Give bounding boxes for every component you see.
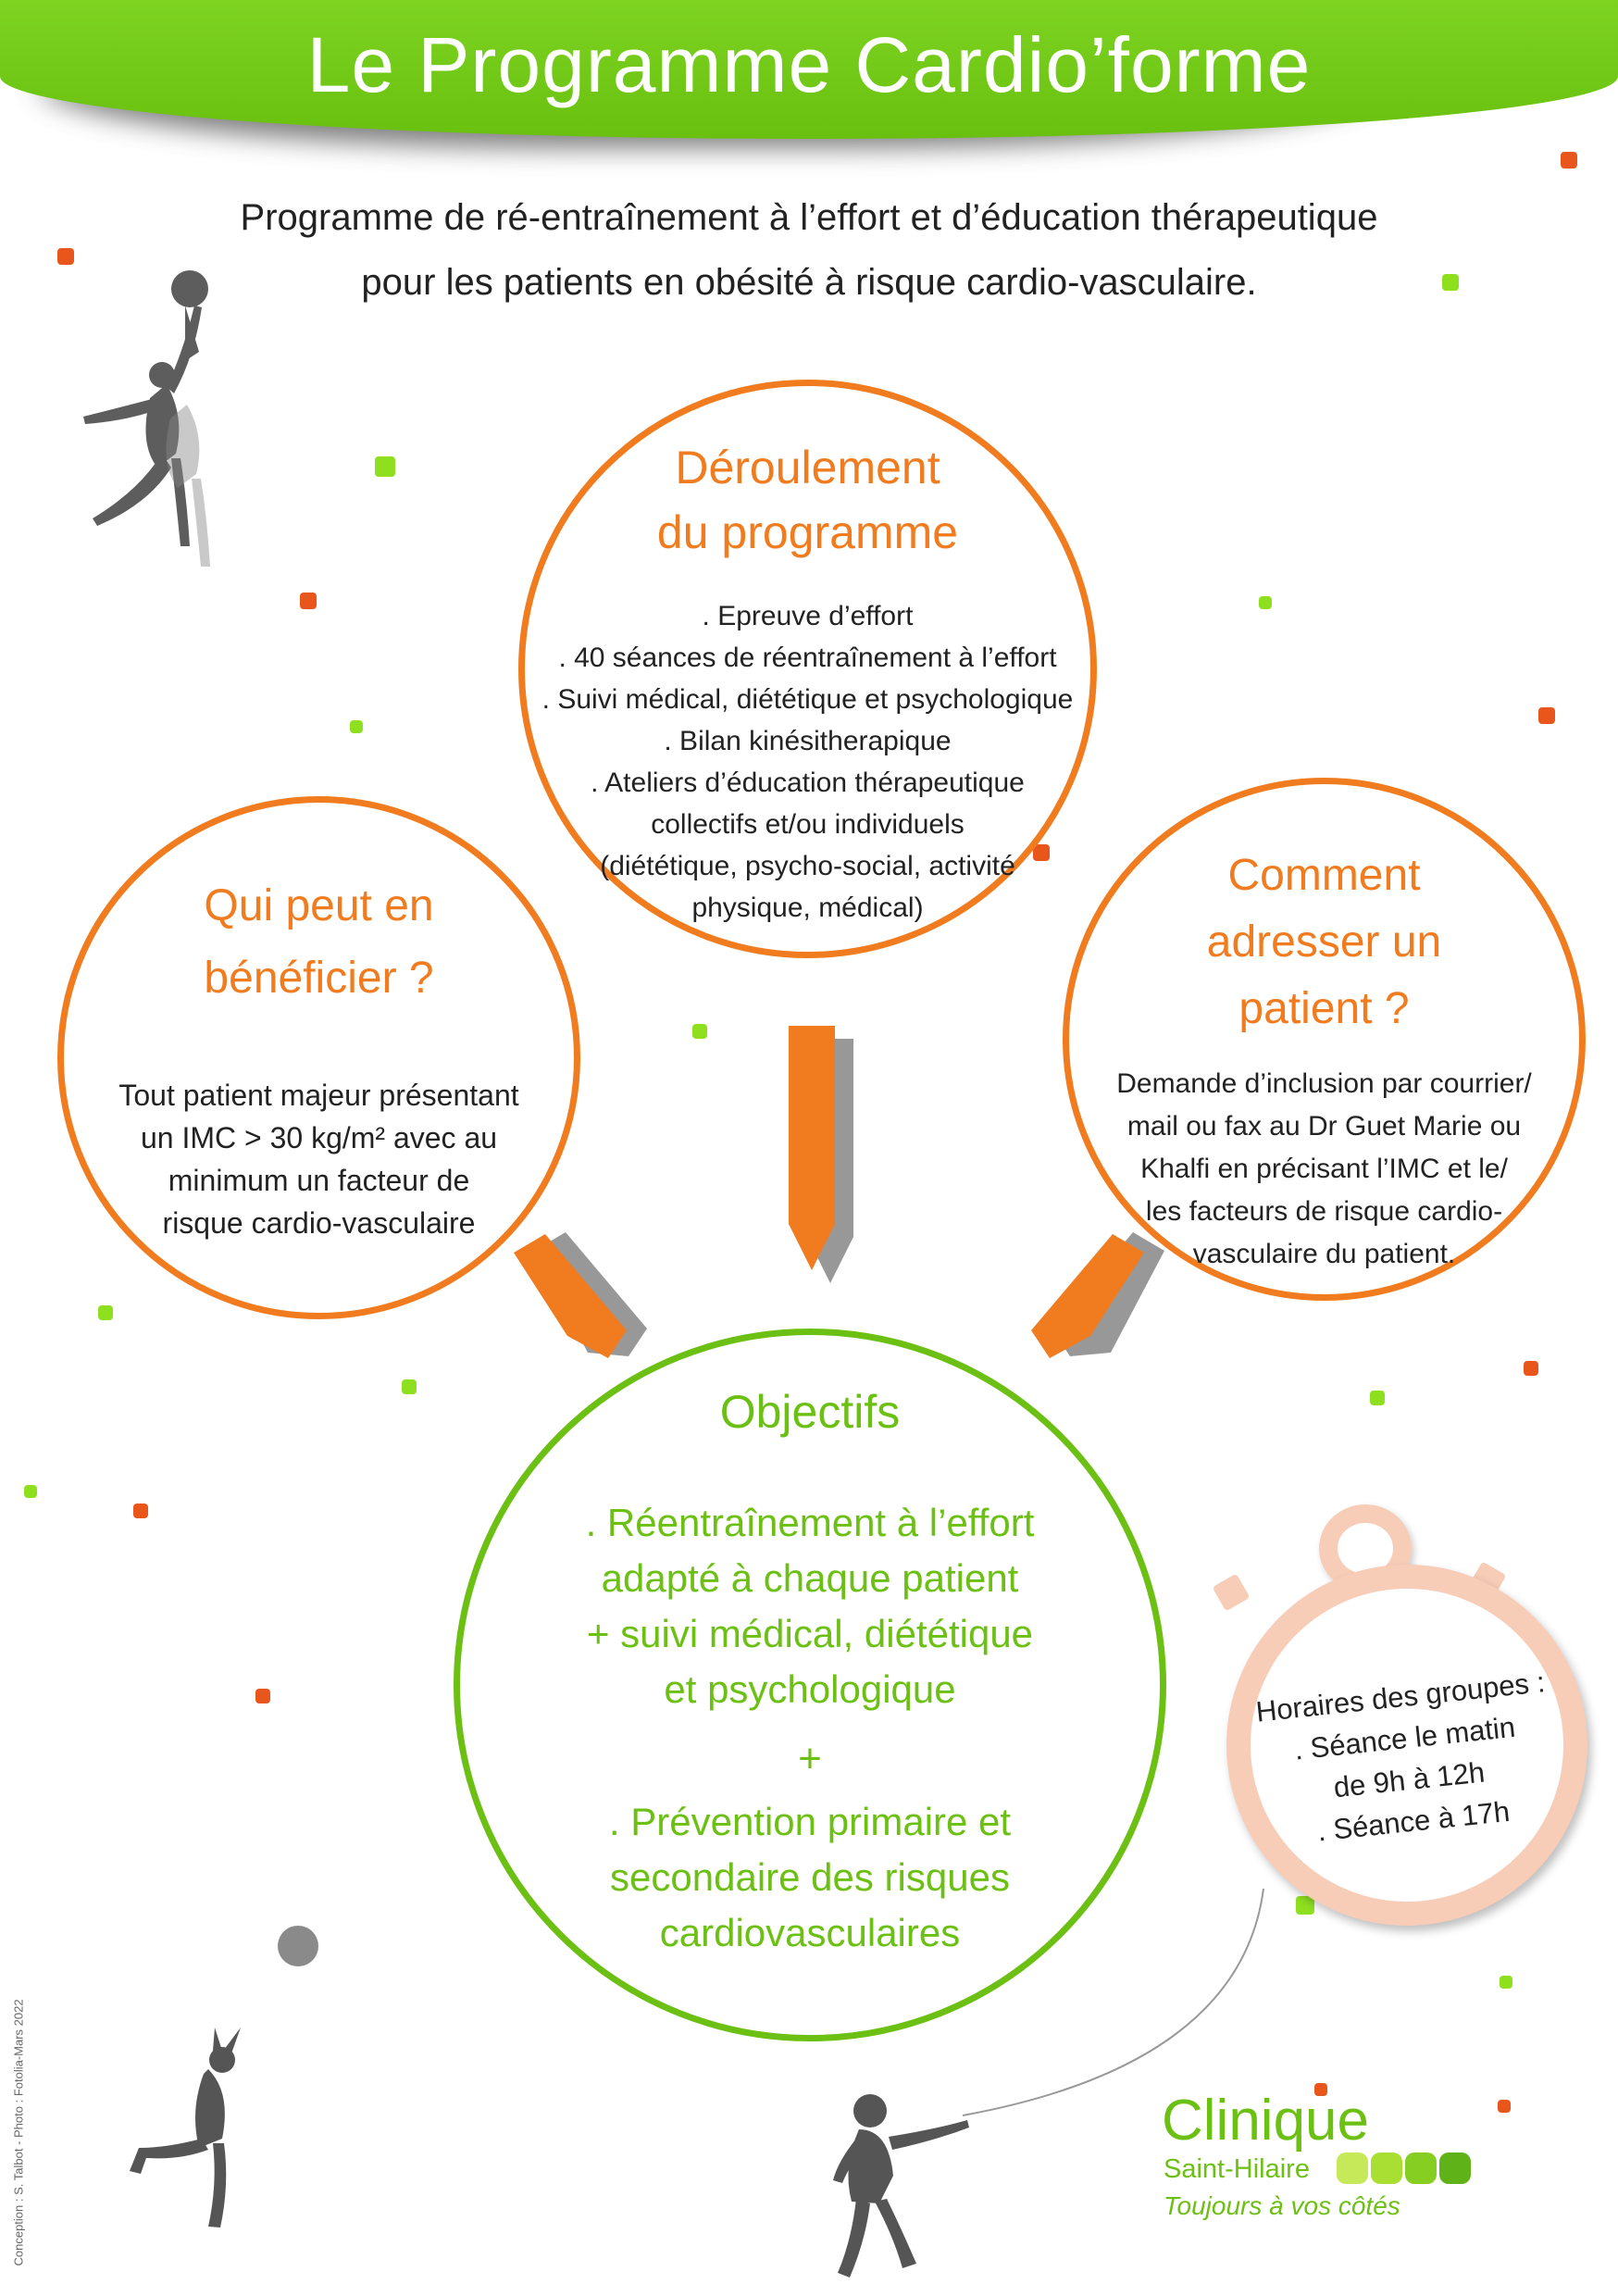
logo-sub: Saint-Hilaire xyxy=(1164,2154,1310,2184)
objectifs-plus: + xyxy=(798,1736,822,1781)
decor-dot xyxy=(350,720,363,733)
decor-dot xyxy=(1370,1391,1385,1405)
decor-dot xyxy=(300,593,317,609)
subtitle: Programme de ré-entraînement à l’effort … xyxy=(93,185,1525,315)
ball-icon xyxy=(278,1926,318,1966)
decor-dot xyxy=(402,1379,417,1394)
jumping-player-icon xyxy=(130,2028,241,2227)
list-item: . 40 séances de réentraînement à l’effor… xyxy=(558,643,1057,673)
credit-text: Conception : S. Talbot - Photo : Fotolia… xyxy=(11,1999,26,2266)
list-item: collectifs et/ou individuels xyxy=(651,809,965,840)
logo-square-icon xyxy=(1337,2152,1368,2184)
decor-dot xyxy=(1314,2083,1327,2096)
arrow-left-diagonal xyxy=(514,1232,647,1358)
qui-circle xyxy=(57,796,580,1319)
arrow-down-center xyxy=(789,1026,853,1283)
comment-circle xyxy=(1063,778,1586,1301)
comment-text: Demande d’inclusion par courrier/ mail o… xyxy=(1116,1068,1532,1269)
decor-dot xyxy=(133,1504,148,1518)
decor-dot xyxy=(1561,152,1577,168)
decor-dot xyxy=(375,456,395,477)
comment-title: Comment adresser un patient ? xyxy=(1206,851,1442,1033)
subtitle-line-2: pour les patients en obésité à risque ca… xyxy=(361,262,1257,303)
decor-dot xyxy=(1033,844,1050,861)
deroulement-title: Déroulement du programme xyxy=(656,442,959,558)
deroulement-circle xyxy=(518,380,1097,958)
decor-dot xyxy=(255,1689,270,1703)
list-item: physique, médical) xyxy=(691,892,924,923)
decor-dot xyxy=(1524,1361,1538,1376)
decor-dot xyxy=(1498,2100,1511,2113)
decor-dot xyxy=(692,1024,707,1039)
decor-dot xyxy=(24,1485,37,1498)
qui-title: Qui peut en bénéficier ? xyxy=(204,881,434,1003)
header-banner xyxy=(0,0,1618,139)
objectifs-list-a: . Réentraînement à l’effort adapté à cha… xyxy=(585,1501,1035,1711)
stopwatch-button-icon xyxy=(1212,1573,1251,1612)
deroulement-list: . Epreuve d’effort . 40 séances de réent… xyxy=(518,595,1097,929)
qui-text: Tout patient majeur présentant un IMC > … xyxy=(118,1079,519,1240)
logo-square-icon xyxy=(1439,2152,1471,2184)
decor-dot xyxy=(57,248,74,265)
decor-dot xyxy=(1500,1976,1512,1989)
list-item: . Bilan kinésitherapique xyxy=(664,726,952,756)
decor-dot xyxy=(1296,1896,1314,1915)
objectifs-circle xyxy=(454,1329,1166,2041)
list-item: . Ateliers d’éducation thérapeutique xyxy=(591,767,1025,798)
decor-dot xyxy=(1538,707,1555,724)
logo-square-icon xyxy=(1371,2152,1402,2184)
list-item: (diététique, psycho-social, activité xyxy=(600,851,1015,881)
decor-dot xyxy=(1442,274,1459,291)
logo-name: Clinique xyxy=(1162,2089,1370,2152)
subtitle-line-1: Programme de ré-entraînement à l’effort … xyxy=(240,197,1378,238)
decor-dot xyxy=(98,1305,113,1320)
decor-dot xyxy=(1259,596,1272,609)
objectifs-list-b: . Prévention primaire et secondaire des … xyxy=(608,1800,1012,1954)
list-item: . Suivi médical, diététique et psycholog… xyxy=(541,684,1074,715)
throwing-player-icon xyxy=(833,2094,969,2277)
arrow-right-diagonal xyxy=(1031,1232,1164,1358)
volleyball-player-icon xyxy=(83,270,210,567)
page-title: Le Programme Cardio’forme xyxy=(306,21,1312,108)
objectifs-title: Objectifs xyxy=(719,1386,901,1438)
logo-square-icon xyxy=(1405,2152,1437,2184)
stopwatch-string xyxy=(962,1888,1264,2116)
logo-tagline: Toujours à vos côtés xyxy=(1164,2191,1400,2220)
list-item: . Epreuve d’effort xyxy=(702,601,914,631)
